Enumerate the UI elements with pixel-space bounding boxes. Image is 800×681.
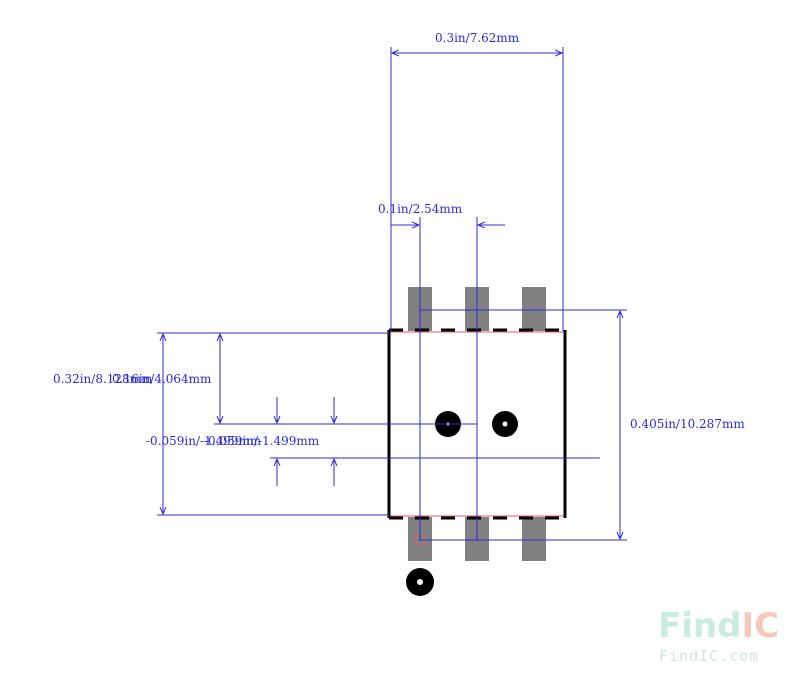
label-overall-width: 0.3in/7.62mm xyxy=(435,31,520,45)
hole-2-center xyxy=(502,421,508,427)
watermark-site: FindIC.com xyxy=(659,647,759,665)
watermark-brand: FindIC xyxy=(658,606,779,646)
dimension-lines xyxy=(157,47,627,541)
mounting-holes xyxy=(406,411,518,596)
label-overall-height: 0.405in/10.287mm xyxy=(630,417,745,431)
watermark: FindIC FindIC.com xyxy=(658,606,779,665)
label-body-overlap: 0.16in/4.064mm xyxy=(112,372,212,386)
label-hole-offset-dup: -0.059in/-1.499mm xyxy=(204,434,320,448)
hole-3-center xyxy=(417,579,423,585)
label-body-height: 0.32in/8.128mm xyxy=(53,372,153,386)
dimension-labels: 0.3in/7.62mm 0.1in/2.54mm 0.405in/10.287… xyxy=(53,31,745,448)
pad-bottom-3 xyxy=(522,517,546,561)
watermark-brand-b: IC xyxy=(741,606,779,646)
pad-top-3 xyxy=(522,287,546,331)
label-pin-pitch: 0.1in/2.54mm xyxy=(378,202,463,216)
label-hole-offset: -0.059in/-1.499mm xyxy=(146,434,262,448)
watermark-brand-a: Find xyxy=(658,606,741,646)
